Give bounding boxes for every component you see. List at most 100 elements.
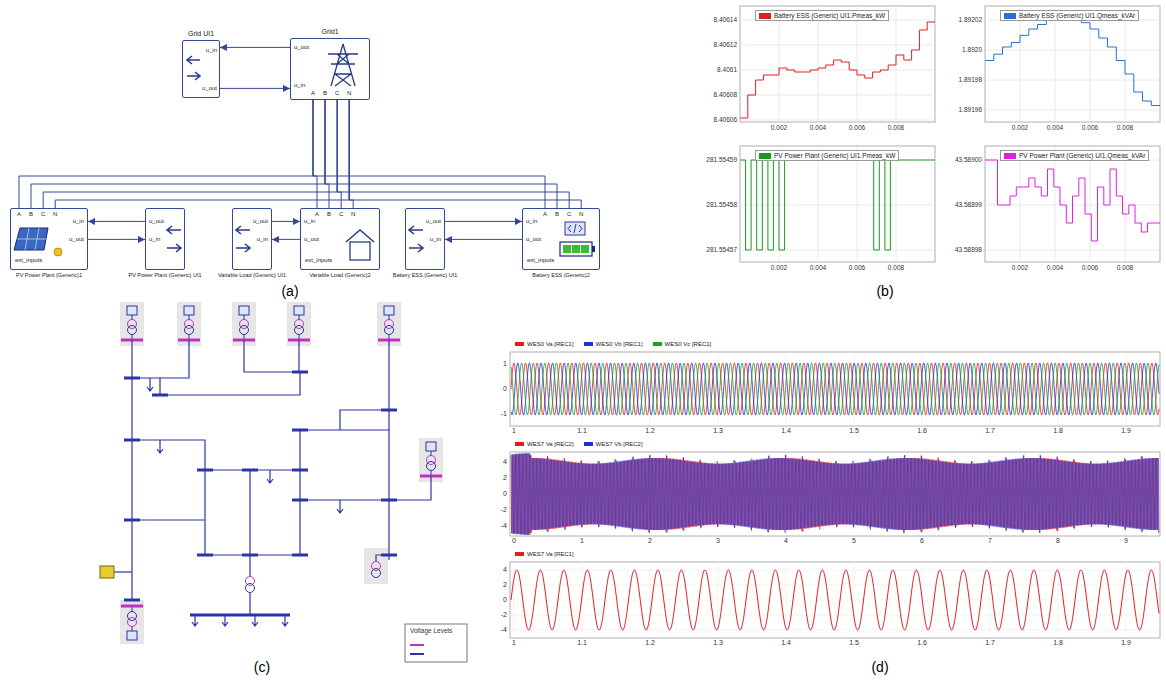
legend-text: WES0 Vc [REC1] <box>665 341 712 348</box>
bus-bar <box>124 372 397 600</box>
grid-line <box>740 6 935 122</box>
legend-item: Battery ESS (Generic) UI1.Qmeas_kVAr <box>1000 10 1139 21</box>
tick-label: 1.9 <box>1121 427 1131 435</box>
tick-label: 3 <box>716 537 720 545</box>
step-curve <box>740 160 935 250</box>
network-line <box>249 470 250 555</box>
grid-line <box>985 146 1160 262</box>
legend-swatch <box>515 342 524 346</box>
tick-label: 1.3 <box>713 427 723 435</box>
block-name: Battery ESS (Generic) UI1 <box>393 272 458 278</box>
tick-label: 1.5 <box>849 639 859 647</box>
tick-label: 0.002 <box>771 264 787 271</box>
tick-label: 0.006 <box>849 264 865 271</box>
port-label: u_in <box>257 236 268 243</box>
port-label: u_out <box>149 218 164 225</box>
tick-label: 4 <box>784 537 788 545</box>
tick-label: 8.40614 <box>714 16 738 23</box>
waveform <box>511 453 1159 534</box>
transformer-symbol <box>246 584 255 593</box>
connector <box>220 47 290 48</box>
connector <box>272 221 300 222</box>
plot-frame <box>510 352 1160 426</box>
load-block: Variable Load (Generic)2ABCNu_inu_outext… <box>300 208 380 270</box>
battery-cell <box>563 245 571 253</box>
legend-item: WES0 Vb [REC1] <box>583 341 644 348</box>
connector <box>325 100 329 208</box>
tick-label: 0 <box>503 385 507 393</box>
battery-block: Battery ESS (Generic)2ABCNu_inu_outext_i… <box>522 208 600 270</box>
battery-cell <box>572 245 580 253</box>
grid-line <box>740 146 935 262</box>
plot-frame <box>510 6 1160 638</box>
legend-box <box>405 624 467 662</box>
network-line <box>340 410 389 430</box>
house-icon <box>346 230 374 242</box>
legend-item: PV Power Plant (Generic) UI1.Pmeas_kW <box>755 150 899 161</box>
legend-swatch <box>1004 153 1016 159</box>
network-line <box>249 593 250 615</box>
port-label: u_in <box>73 218 84 225</box>
tick-label: 43.58900 <box>955 156 982 163</box>
port-label: u_in <box>206 47 217 54</box>
port-label: A <box>17 211 21 218</box>
connector <box>313 100 317 208</box>
network-line <box>147 378 343 513</box>
tick-label: 43.58898 <box>955 246 982 253</box>
port-label: N <box>347 90 351 97</box>
network-diagram <box>121 606 143 640</box>
legend-item: WES7 Va [REC2] <box>514 441 575 448</box>
tick-label: 1.6 <box>917 427 927 435</box>
port-label: u_out <box>426 218 441 225</box>
legend-text: WES0 Va [REC1] <box>527 341 574 348</box>
tick-label: 0.002 <box>1012 124 1028 131</box>
generator-shading <box>419 438 443 482</box>
battery-terminal <box>592 246 595 252</box>
plot-frame <box>985 6 1160 122</box>
tick-label: 8.4061 <box>717 66 737 73</box>
legend-title: Voltage Levels <box>410 627 452 634</box>
panel-label: (a) <box>281 283 298 299</box>
legend-text: WES7 Vb [REC2] <box>596 441 643 448</box>
ui-block: PV Power Plant (Generic) UI1u_outu_in <box>145 208 185 270</box>
port-label: u_out <box>69 236 84 243</box>
sun-icon <box>54 248 62 256</box>
grid-line <box>510 562 1160 638</box>
port-label: B <box>555 211 559 218</box>
network-diagram <box>288 306 310 340</box>
tick-label: 0.008 <box>888 124 904 131</box>
port-label: A <box>315 211 319 218</box>
legend-line <box>410 653 424 655</box>
tick-label: 1.4 <box>781 427 791 435</box>
block-name: Battery ESS (Generic)2 <box>532 272 589 278</box>
tick-label: 0.006 <box>1082 264 1098 271</box>
code-icon <box>565 222 585 235</box>
generator-shading <box>232 302 256 346</box>
tick-label: 1.89202 <box>959 16 983 23</box>
port-label: u_in <box>304 218 315 225</box>
plot-curves <box>510 6 1160 638</box>
block-name: PV Power Plant (Generic) UI1 <box>128 272 201 278</box>
network-diagram <box>233 306 255 340</box>
legend-item: WES7 Vb [REC2] <box>583 441 644 448</box>
step-curve <box>985 160 1160 241</box>
legend-text: Battery ESS (Generic) UI1.Pmeas_kW <box>774 12 885 19</box>
port-label: C <box>335 90 339 97</box>
tick-label: 1 <box>580 537 584 545</box>
network-diagram <box>378 306 400 340</box>
plot-frame <box>985 146 1160 262</box>
port-label: B <box>327 211 331 218</box>
port-label: N <box>579 211 583 218</box>
network-line <box>160 372 300 395</box>
tick-label: 1 <box>512 427 516 435</box>
grid-line <box>985 6 1160 122</box>
network-line <box>114 340 431 626</box>
tick-label: 1 <box>512 639 516 647</box>
generator-shading <box>364 548 388 584</box>
tick-label: 1.2 <box>645 427 655 435</box>
connector <box>445 239 522 240</box>
tick-label: 0 <box>503 596 507 604</box>
port-label: C <box>41 211 45 218</box>
solar-panel-icon <box>14 228 48 250</box>
